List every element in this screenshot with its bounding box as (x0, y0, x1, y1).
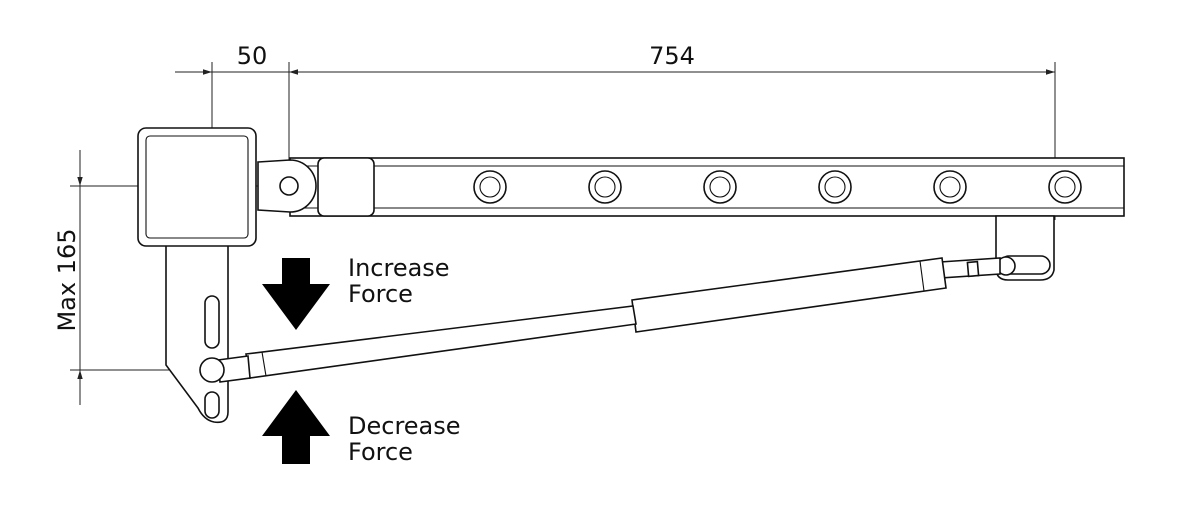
increase-force-label-line2: Force (348, 280, 413, 308)
decrease-force-label-line1: Decrease (348, 412, 461, 440)
rail-hole (703, 170, 737, 204)
pivot-link (257, 159, 317, 213)
offset-dimension-label: 50 (237, 42, 268, 70)
rod-end-bracket (995, 215, 1055, 281)
rail-hole (818, 170, 852, 204)
mounting-block (137, 127, 257, 247)
arrow-down-icon (262, 258, 330, 330)
rail-hole (933, 170, 967, 204)
rail-hole (588, 170, 622, 204)
mounting-bracket (165, 239, 229, 424)
rail-hole (1048, 170, 1082, 204)
height-dimension-label: Max 165 (53, 228, 81, 331)
rail-holes (473, 170, 1082, 204)
arrow-up-icon (262, 390, 330, 464)
rail-hole (473, 170, 507, 204)
gas-strut (199, 257, 1001, 383)
increase-force-label-line1: Increase (348, 254, 450, 282)
length-dimension-label: 754 (649, 42, 695, 70)
decrease-force-label-line2: Force (348, 438, 413, 466)
